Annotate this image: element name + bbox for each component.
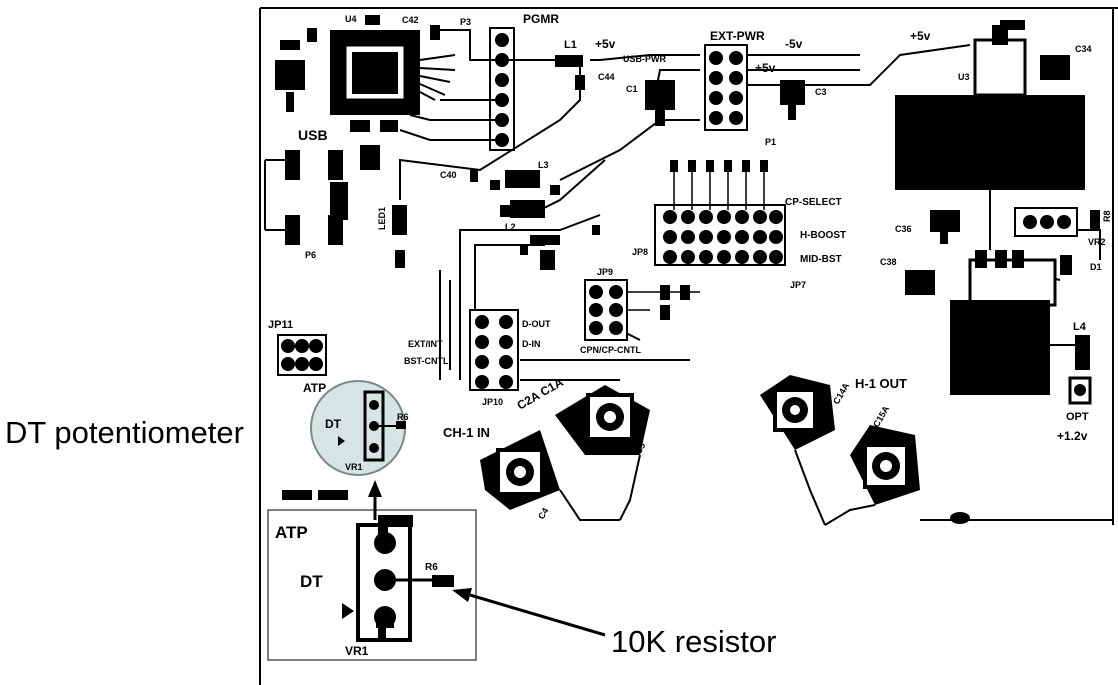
atp-strip: [282, 490, 348, 500]
label-c1: C1: [626, 84, 638, 94]
magnifier-label-dt: DT: [325, 417, 342, 431]
callout-10k-resistor: 10K resistor: [611, 624, 777, 659]
label-ch1-in: CH-1 IN: [443, 425, 490, 440]
zoom-inset: [267, 509, 477, 661]
label-jp11: JP11: [268, 319, 293, 331]
label-plus1-2v: +1.2v: [1057, 429, 1088, 443]
label-led1: LED1: [377, 207, 387, 230]
label-d-out: D-OUT: [522, 319, 551, 329]
label-vr1: VR1: [345, 462, 363, 472]
label-c42: C42: [402, 15, 419, 25]
label-plus5v-a: +5v: [595, 37, 616, 51]
chip-u4: [330, 30, 456, 115]
board-outline: [259, 7, 1118, 685]
label-c4: C4: [536, 506, 550, 521]
vr2-u2-area: [905, 207, 1100, 405]
label-bst-cntl: BST-CNTL: [404, 356, 449, 366]
connector-ch1-in: [480, 385, 650, 521]
jumper-jp11: [277, 334, 327, 376]
label-l1: L1: [564, 39, 577, 51]
label-opt: OPT: [1066, 411, 1089, 423]
inductors-l2-l3: [470, 170, 600, 270]
inductor-l1-area: [555, 55, 675, 126]
label-u3: U3: [958, 72, 970, 82]
arrows: [368, 480, 606, 637]
label-ext-int: EXT/INT: [408, 339, 443, 349]
callout-dt-potentiometer: DT potentiometer: [5, 415, 244, 450]
label-jp8: JP8: [632, 247, 648, 257]
zoom-label-vr1: VR1: [345, 644, 369, 658]
zoom-label-dt: DT: [300, 572, 323, 591]
label-l4: L4: [1073, 321, 1087, 333]
label-d1: D1: [1090, 262, 1102, 272]
label-usb: USB: [298, 127, 328, 143]
magnifier-circle: [310, 380, 406, 476]
label-plus5v-c: +5v: [910, 29, 931, 43]
label-l3: L3: [538, 160, 549, 170]
label-jp10: JP10: [482, 397, 503, 407]
jumper-jp10: [469, 309, 519, 391]
label-c44: C44: [598, 72, 615, 82]
label-d-in: D-IN: [522, 339, 541, 349]
label-c36: C36: [895, 224, 912, 234]
label-u4: U4: [345, 14, 357, 24]
connector-ext-pwr: [704, 44, 805, 131]
label-c14a: C14A: [831, 381, 851, 406]
regulator-u3: [895, 20, 1085, 190]
label-jp9: JP9: [597, 267, 613, 277]
zoom-label-r6: R6: [425, 562, 438, 573]
label-cpn-cp-cntl: CPN/CP-CNTL: [580, 345, 641, 355]
label-l2: L2: [505, 222, 516, 232]
label-jp7: JP7: [790, 280, 806, 290]
label-c38: C38: [880, 257, 897, 267]
usb-components: [285, 145, 407, 268]
label-ch1-out: H-1 OUT: [855, 376, 907, 391]
connector-p3: [489, 27, 515, 151]
label-atp: ATP: [303, 381, 326, 395]
label-pgmr: PGMR: [523, 12, 559, 26]
label-plus5v-b: +5v: [755, 61, 776, 75]
label-c5: C5: [633, 441, 647, 456]
jumper-cp-select: [654, 160, 786, 266]
label-mid-bst: MID-BST: [800, 254, 842, 265]
jumper-jp9: [584, 279, 700, 341]
label-vr2: VR2: [1088, 237, 1106, 247]
label-r6: R6: [397, 412, 409, 422]
label-p3: P3: [460, 17, 471, 27]
label-p6: P6: [305, 250, 316, 260]
label-c3: C3: [815, 87, 827, 97]
label-ext-pwr: EXT-PWR: [710, 29, 765, 43]
label-c34: C34: [1075, 44, 1092, 54]
label-cp-select: CP-SELECT: [785, 197, 842, 208]
label-p1: P1: [765, 137, 776, 147]
zoom-inset-labels: ATP DT VR1 R6: [275, 523, 438, 658]
label-h-boost: H-BOOST: [800, 230, 846, 241]
label-r8: R8: [1102, 210, 1112, 222]
label-usb-pwr: USB-PWR: [623, 54, 666, 64]
connector-ch1-out: [760, 375, 1113, 526]
label-c40: C40: [440, 170, 457, 180]
small-parts-top-left: [275, 15, 440, 132]
label-minus5v: -5v: [785, 37, 803, 51]
label-c15a: C15A: [871, 404, 891, 429]
zoom-label-atp: ATP: [275, 523, 308, 542]
